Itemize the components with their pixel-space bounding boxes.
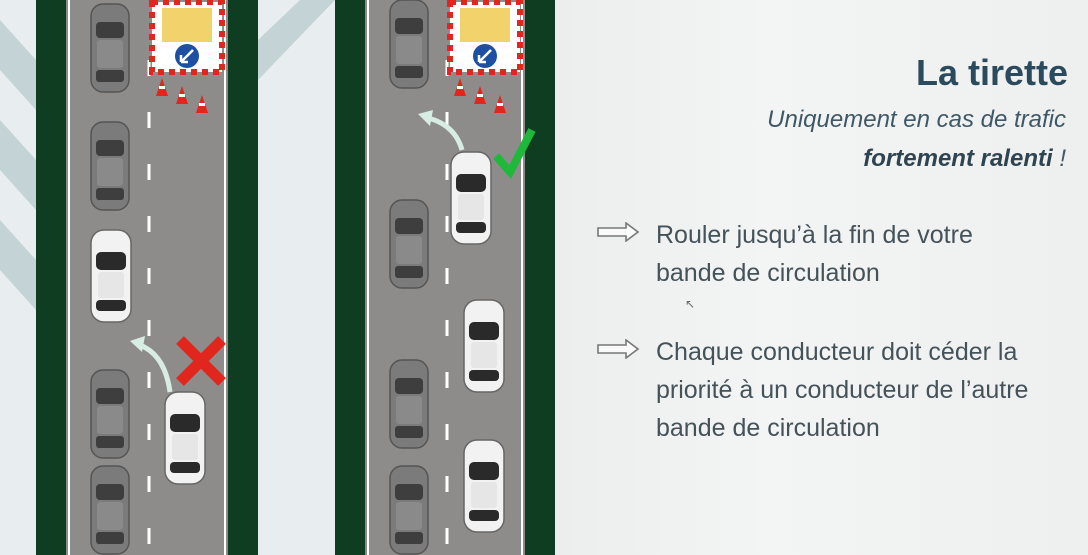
bullet-text: Chaque conducteur doit céder la priorité…: [656, 338, 1029, 442]
subtitle-emphasis: fortement ralenti: [863, 145, 1053, 172]
car: [463, 299, 505, 393]
car: [463, 439, 505, 533]
green-check-icon: [492, 128, 536, 180]
car: [90, 369, 130, 459]
slide-subtitle-line1: Uniquement en cas de trafic: [767, 106, 1066, 133]
roadworks-sign-right: [450, 2, 520, 72]
slide-title: La tirette: [915, 52, 1068, 93]
car: [90, 121, 130, 211]
double-arrow-right-icon: [597, 339, 640, 359]
car: [90, 229, 132, 323]
bullet-item: Rouler jusqu’à la fin de votre bande de …: [596, 216, 1066, 292]
bullet-item: Chaque conducteur doit céder la priorité…: [596, 333, 1066, 447]
merge-arrow-right: [427, 115, 465, 151]
car: [389, 465, 429, 555]
roadworks-sign-left: [152, 2, 222, 72]
car: [90, 3, 130, 93]
merge-arrow-left: [138, 342, 173, 393]
merging-car-wrong: [164, 391, 206, 485]
mouse-cursor-icon: ↖: [685, 297, 696, 311]
car: [90, 465, 130, 555]
traffic-illustration: [0, 0, 555, 555]
slide-text-panel: [556, 0, 1088, 555]
slide-subtitle-line2: fortement ralenti !: [863, 145, 1066, 173]
car: [389, 359, 429, 449]
double-arrow-right-icon: [597, 222, 640, 242]
red-x-icon: [176, 336, 226, 386]
car: [389, 199, 429, 289]
subtitle-suffix: !: [1052, 145, 1066, 172]
bullet-text: Rouler jusqu’à la fin de votre bande de …: [656, 221, 973, 287]
merging-car-correct: [450, 151, 492, 245]
car: [389, 0, 429, 89]
